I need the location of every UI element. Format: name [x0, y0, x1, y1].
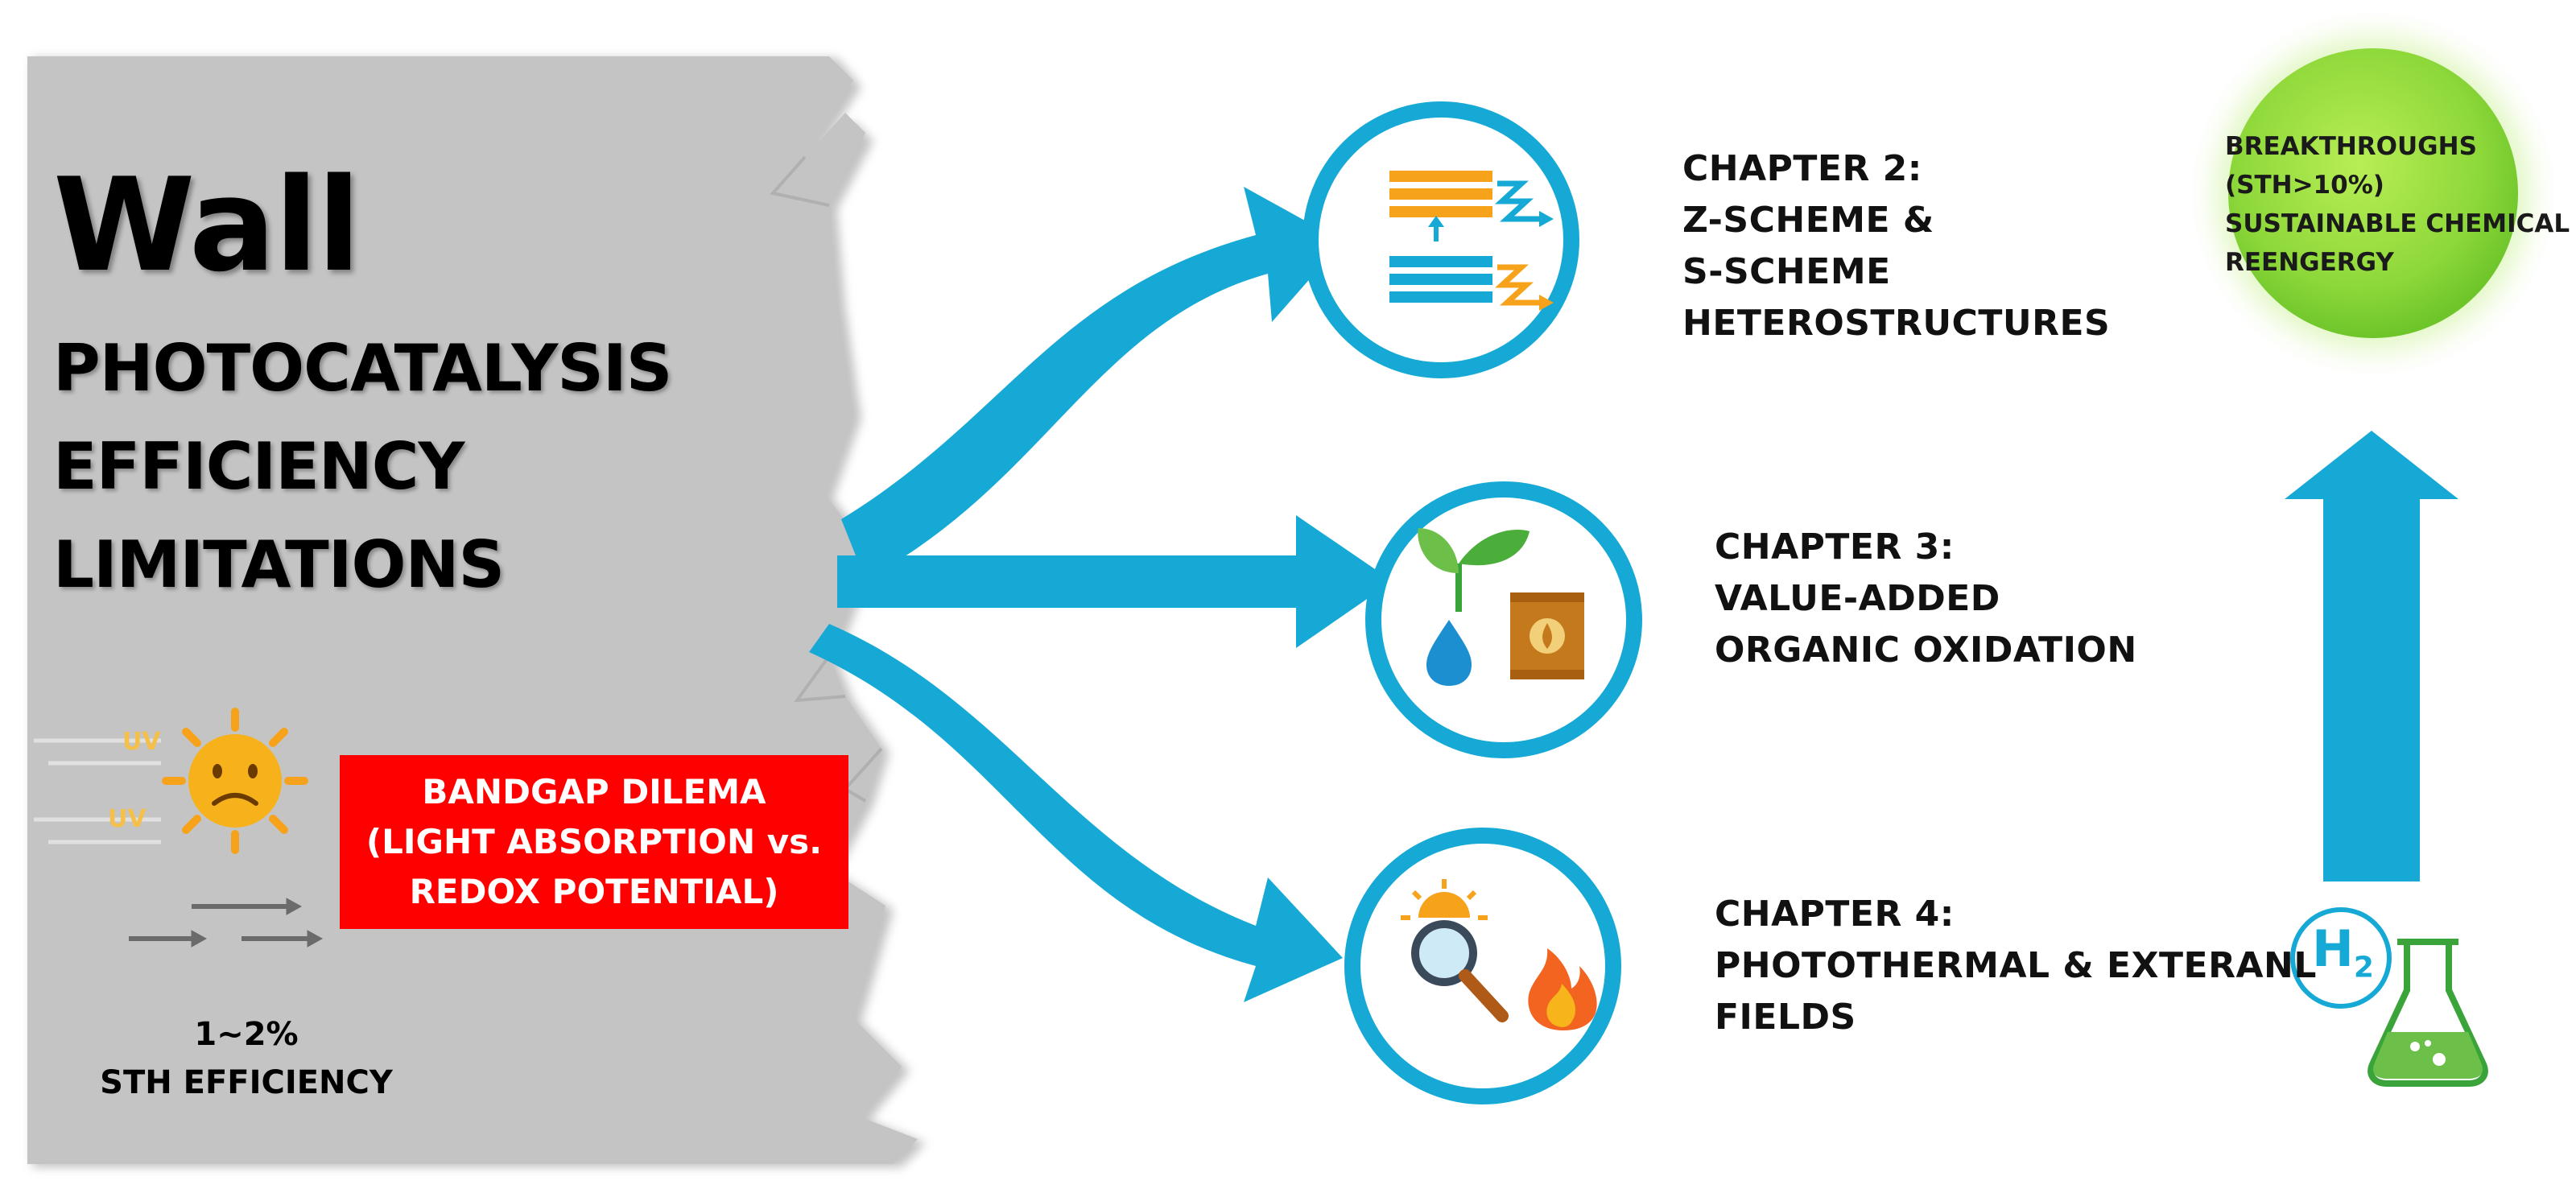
- chapter-4-text: CHAPTER 4: PHOTOTHERMAL & EXTERANL FIELD…: [1715, 889, 2317, 1043]
- wall-title: Wall: [53, 150, 361, 300]
- chapter-2-line: S-SCHEME: [1682, 251, 1891, 292]
- h2-subscript: 2: [2353, 951, 2374, 985]
- chapter-2-heading: CHAPTER 2:: [1682, 148, 1922, 189]
- light-rays: [34, 738, 161, 844]
- arrow-to-chapter-2: [841, 187, 1343, 580]
- chapter-4-line: PHOTOTHERMAL & EXTERANL: [1715, 945, 2317, 986]
- wall-subtitle-line-3: LIMITATIONS: [53, 527, 505, 602]
- h2-circle: [2290, 907, 2392, 1009]
- chapter-3-line: ORGANIC OXIDATION: [1715, 630, 2137, 671]
- breakthrough-line-3: SUSTAINABLE CHEMICAL: [2225, 209, 2570, 238]
- sun-magnifier-fire-icon: [1401, 879, 1597, 1030]
- chapter-3-text: CHAPTER 3: VALUE-ADDED ORGANIC OXIDATION: [1715, 522, 2137, 676]
- chapter-4-circle: [1344, 828, 1621, 1104]
- sad-sun-icon: [162, 708, 308, 854]
- uv-label-bottom: UV: [108, 805, 147, 833]
- bandgap-line-3: REDOX POTENTIAL): [409, 872, 779, 911]
- chapter-2-circle: [1302, 101, 1579, 378]
- bandgap-line-2: (LIGHT ABSORPTION vs.: [365, 822, 823, 861]
- flask-icon: [2368, 939, 2488, 1087]
- plant-barrel-icon: [1418, 528, 1584, 686]
- arrow-to-chapter-4: [809, 624, 1343, 1002]
- chapter-3-circle: [1365, 481, 1642, 758]
- breakthrough-line-1: BREAKTHROUGHS: [2225, 132, 2477, 161]
- chapter-4-heading: CHAPTER 4:: [1715, 894, 1955, 935]
- chapter-2-text: CHAPTER 2: Z-SCHEME & S-SCHEME HETEROSTR…: [1682, 143, 2110, 349]
- breakthrough-ball: [2228, 48, 2518, 338]
- chapter-2-line: HETEROSTRUCTURES: [1682, 303, 2111, 344]
- chapter-2-line: Z-SCHEME &: [1682, 200, 1934, 241]
- chapter-3-heading: CHAPTER 3:: [1715, 526, 1955, 568]
- wall-crack: [770, 155, 830, 207]
- uv-label-top: UV: [122, 728, 161, 756]
- chapter-3-line: VALUE-ADDED: [1715, 578, 2000, 619]
- bandgap-dilemma-box: BANDGAP DILEMA (LIGHT ABSORPTION vs. RED…: [340, 755, 848, 929]
- heterostructure-icon: [1389, 171, 1554, 311]
- efficiency-value: 1~2%: [194, 1016, 299, 1053]
- efficiency-label: STH EFFICIENCY: [100, 1064, 393, 1101]
- bandgap-line-1: BANDGAP DILEMA: [422, 772, 766, 811]
- up-arrow: [2285, 431, 2458, 881]
- wall-crack: [793, 654, 846, 703]
- breakthrough-line-2: (STH>10%): [2225, 171, 2384, 200]
- chapter-4-line: FIELDS: [1715, 997, 1856, 1038]
- arrow-to-chapter-3: [837, 515, 1393, 648]
- wall-subtitle-line-2: EFFICIENCY: [53, 429, 464, 504]
- breakthrough-text: BREAKTHROUGHS (STH>10%) SUSTAINABLE CHEM…: [2225, 127, 2570, 282]
- h2-label: H2: [2312, 924, 2374, 982]
- small-arrows: [129, 898, 324, 947]
- wall-subtitle-line-1: PHOTOCATALYSIS: [53, 331, 672, 406]
- breakthrough-line-4: REENGERGY: [2225, 248, 2394, 277]
- h2-letter: H: [2312, 919, 2354, 978]
